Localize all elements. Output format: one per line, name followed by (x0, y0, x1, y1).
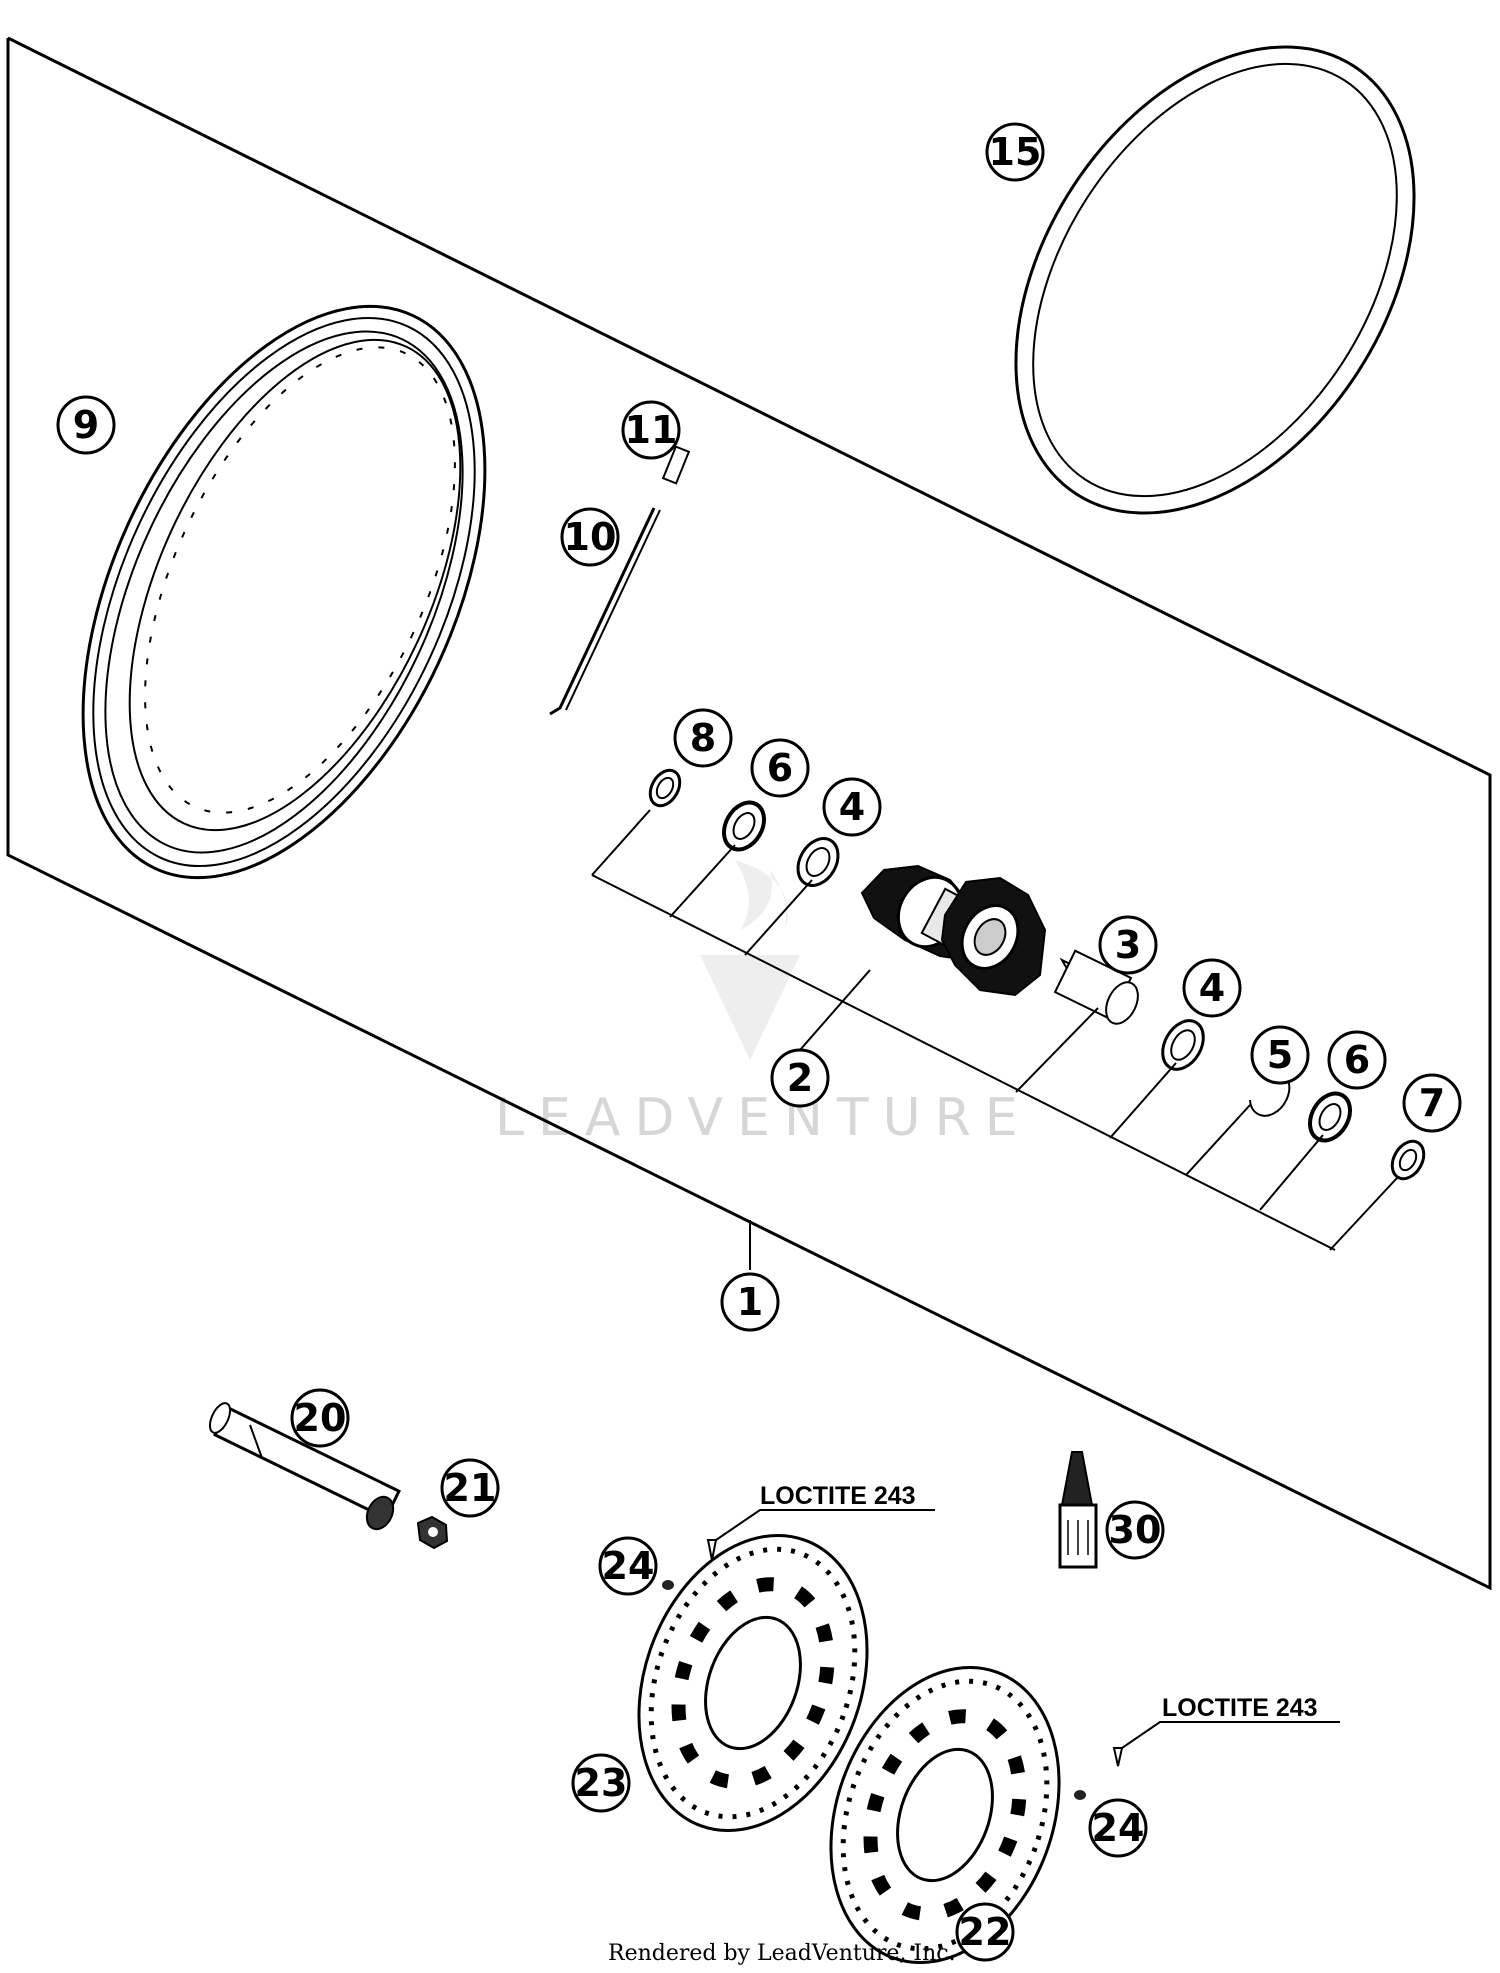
callout-4: 4 (1182, 958, 1242, 1018)
callout-1: 1 (720, 1272, 780, 1332)
part-4-bearing-right (1161, 1019, 1205, 1071)
callout-label: 5 (1267, 1033, 1293, 1077)
part-11-spoke-nipple (661, 445, 691, 485)
callout-label: 11 (625, 408, 678, 452)
loctite-note-top: LOCTITE 243 (760, 1482, 916, 1510)
part-8-spacer-left (648, 768, 682, 808)
footer-credit: Rendered by LeadVenture, Inc. (608, 1941, 956, 1966)
callout-4: 4 (822, 777, 882, 837)
part-30-loctite-bottle (1058, 1451, 1098, 1569)
callout-3: 3 (1098, 915, 1158, 975)
callout-label: 6 (767, 746, 793, 790)
callout-label: 24 (1092, 1806, 1145, 1850)
callout-label: 3 (1115, 923, 1141, 967)
part-9-rim (81, 304, 487, 880)
part-6-shaft-seal-right (1308, 1091, 1352, 1143)
callout-label: 4 (1199, 966, 1225, 1010)
leader-lines-hub (591, 809, 1398, 1270)
callout-label: 22 (959, 1910, 1012, 1954)
callout-20: 20 (290, 1388, 350, 1448)
callout-21: 21 (440, 1458, 500, 1518)
part-24-screw-right (1074, 1747, 1124, 1800)
part-6-shaft-seal-left (722, 800, 766, 852)
watermark-text: LEADVENTURE (495, 1088, 1032, 1148)
callout-5: 5 (1250, 1025, 1310, 1085)
part-2-wheel-hub (860, 864, 1047, 997)
callout-6: 6 (750, 738, 810, 798)
callout-24: 24 (598, 1536, 658, 1596)
callout-8: 8 (673, 708, 733, 768)
callout-label: 6 (1344, 1038, 1370, 1082)
callout-label: 10 (564, 515, 617, 559)
callout-11: 11 (621, 400, 681, 460)
callout-9: 9 (56, 395, 116, 455)
part-22-brake-disc (829, 1665, 1061, 1965)
callout-label: 23 (575, 1761, 628, 1805)
part-10-spoke (549, 507, 661, 716)
loctite-note-right: LOCTITE 243 (1162, 1694, 1318, 1722)
callout-label: 2 (787, 1056, 813, 1100)
callout-22: 22 (955, 1902, 1015, 1962)
callout-label: 30 (1109, 1508, 1162, 1552)
part-24-screw-left (662, 1539, 718, 1590)
callout-label: 20 (294, 1396, 347, 1440)
part-3-distance-sleeve (1053, 949, 1139, 1025)
callout-label: 9 (73, 403, 99, 447)
callout-label: 4 (839, 785, 865, 829)
watermark-logo (700, 860, 800, 1060)
callout-label: 8 (690, 716, 716, 760)
loctite-leaders (715, 1509, 1340, 1749)
callout-23: 23 (571, 1753, 631, 1813)
part-21-collar-nut (416, 1515, 449, 1550)
part-7-spacer-right (1390, 1139, 1426, 1181)
part-23-brake-disc (637, 1533, 869, 1833)
callout-15: 15 (985, 122, 1045, 182)
callout-label: 15 (989, 130, 1042, 174)
callout-6: 6 (1327, 1030, 1387, 1090)
callout-2: 2 (770, 1048, 830, 1108)
callout-label: 24 (602, 1544, 655, 1588)
callout-label: 7 (1419, 1081, 1445, 1125)
callout-label: 1 (737, 1280, 763, 1324)
callout-24: 24 (1088, 1798, 1148, 1858)
callout-7: 7 (1402, 1073, 1462, 1133)
callout-30: 30 (1105, 1500, 1165, 1560)
callout-10: 10 (560, 507, 620, 567)
assembly-outline (6, 36, 1492, 1591)
part-15-rim-tape (1014, 45, 1416, 515)
part-20-wheel-spindle (208, 1402, 401, 1531)
part-4-bearing-left (796, 837, 840, 887)
callout-label: 21 (444, 1466, 497, 1510)
